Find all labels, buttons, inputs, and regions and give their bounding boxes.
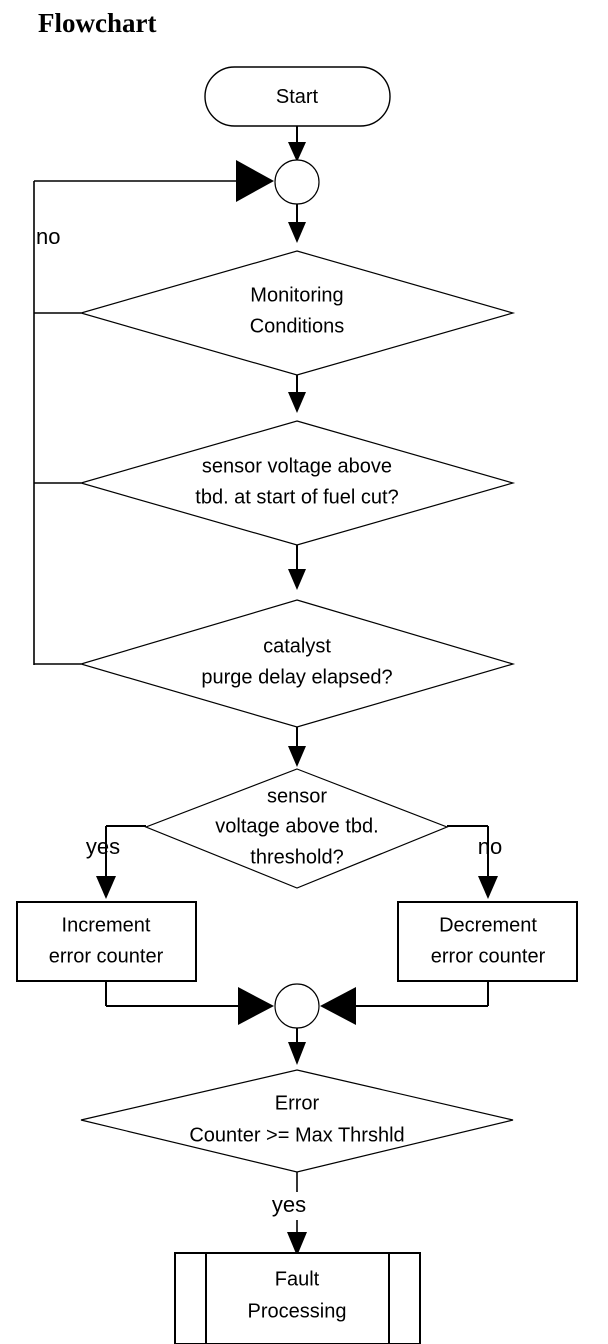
sensor-voltage-threshold-label-line1: sensor <box>267 785 327 807</box>
arrow-down-icon <box>288 392 306 413</box>
monitoring-conditions-diamond-shape <box>78 250 516 376</box>
arrow-right-icon <box>238 987 274 1025</box>
node-merge-bottom[interactable] <box>274 983 320 1029</box>
edge-purge-to-threshold <box>288 727 306 767</box>
error-counter-threshold-label-line2: Counter >= Max Thrshld <box>189 1124 404 1146</box>
node-sensor-voltage-fuelcut[interactable]: sensor voltage above tbd. at start of fu… <box>78 420 516 546</box>
sensor-voltage-fuelcut-label-line1: sensor voltage above <box>202 455 392 477</box>
edge-error-yes-to-fault: yes <box>272 1172 307 1256</box>
arrow-down-icon <box>478 876 498 899</box>
node-start[interactable]: Start <box>204 66 391 127</box>
monitoring-conditions-label-line2: Conditions <box>250 315 345 337</box>
decrement-error-counter-label-line1: Decrement <box>439 914 537 936</box>
merge-top-circle-shape <box>274 159 320 205</box>
edge-monitor-to-fuelcut <box>288 375 306 413</box>
edge-decrement-to-merge-bot <box>320 981 489 1025</box>
edge-loopback-no: no <box>33 160 274 665</box>
node-catalyst-purge-delay[interactable]: catalyst purge delay elapsed? <box>78 599 516 728</box>
node-merge-top[interactable] <box>274 159 320 205</box>
sensor-voltage-fuelcut-diamond-shape <box>78 420 516 546</box>
edge-label-loop-no: no <box>36 224 60 249</box>
catalyst-purge-delay-diamond-shape <box>78 599 516 728</box>
fault-processing-box-shape <box>174 1252 421 1344</box>
node-monitoring-conditions[interactable]: Monitoring Conditions <box>78 250 516 376</box>
increment-error-counter-label-line2: error counter <box>49 945 164 967</box>
arrow-left-icon <box>320 987 356 1025</box>
arrow-right-icon <box>236 160 274 202</box>
arrow-down-icon <box>288 142 306 162</box>
start-label: Start <box>276 86 319 108</box>
node-decrement-error-counter[interactable]: Decrement error counter <box>397 901 578 982</box>
edge-threshold-yes-to-increment: yes <box>86 825 146 899</box>
edge-merge-bot-to-error <box>288 1028 306 1065</box>
edge-label-threshold-no: no <box>478 834 502 859</box>
edge-label-error-yes: yes <box>272 1192 306 1217</box>
edge-label-threshold-yes: yes <box>86 834 120 859</box>
catalyst-purge-delay-label-line1: catalyst <box>263 635 331 657</box>
sensor-voltage-fuelcut-label-line2: tbd. at start of fuel cut? <box>195 486 398 508</box>
increment-error-counter-label-line1: Increment <box>62 914 151 936</box>
sensor-voltage-threshold-label-line3: threshold? <box>250 846 343 868</box>
sensor-voltage-threshold-label-line2: voltage above tbd. <box>215 815 378 837</box>
catalyst-purge-delay-label-line2: purge delay elapsed? <box>201 666 392 688</box>
monitoring-conditions-label-line1: Monitoring <box>250 284 343 306</box>
fault-processing-label-line2: Processing <box>248 1300 347 1322</box>
arrow-down-icon <box>288 569 306 590</box>
arrow-down-icon <box>288 1042 306 1065</box>
error-counter-threshold-diamond-shape <box>80 1069 514 1173</box>
edge-merge-top-to-monitor <box>288 204 306 243</box>
node-sensor-voltage-threshold[interactable]: sensor voltage above tbd. threshold? <box>144 768 449 889</box>
node-fault-processing[interactable]: Fault Processing <box>174 1252 421 1344</box>
fault-processing-label-line1: Fault <box>275 1268 320 1290</box>
edge-increment-to-merge-bot <box>105 981 274 1025</box>
edge-fuelcut-to-purge <box>288 545 306 590</box>
arrow-down-icon <box>288 222 306 243</box>
page-title: Flowchart <box>38 8 157 38</box>
arrow-down-icon <box>287 1232 307 1256</box>
arrow-down-icon <box>96 876 116 899</box>
sensor-voltage-threshold-diamond-shape <box>144 768 449 889</box>
error-counter-threshold-label-line1: Error <box>275 1092 320 1114</box>
merge-bottom-circle-shape <box>274 983 320 1029</box>
node-error-counter-threshold[interactable]: Error Counter >= Max Thrshld <box>80 1069 514 1173</box>
decrement-error-counter-label-line2: error counter <box>431 945 546 967</box>
edge-threshold-no-to-decrement: no <box>447 825 502 899</box>
node-increment-error-counter[interactable]: Increment error counter <box>16 901 197 982</box>
edge-start-to-merge-top <box>288 126 306 162</box>
arrow-down-icon <box>288 746 306 767</box>
